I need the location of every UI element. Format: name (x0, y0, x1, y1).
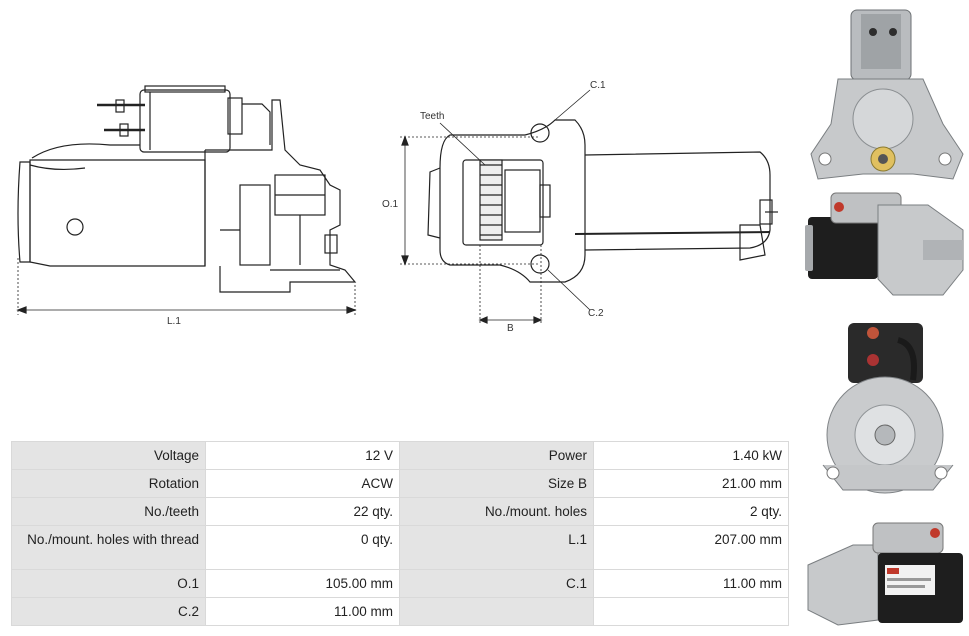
spec-label-rotation: Rotation (11, 469, 206, 498)
table-row: Rotation ACW Size B 21.00 mm (11, 469, 789, 498)
o1-label: O.1 (382, 199, 399, 210)
specs-table: Voltage 12 V Power 1.40 kW Rotation ACW … (11, 441, 789, 626)
b-label: B (507, 323, 514, 334)
spec-value-o1: 105.00 mm (205, 569, 400, 598)
photo-side-view-label[interactable] (803, 515, 969, 633)
table-row: No./teeth 22 qty. No./mount. holes 2 qty… (11, 497, 789, 526)
end-view-outline (400, 89, 778, 325)
technical-drawing: L.1 (0, 0, 800, 340)
spec-label-c1: C.1 (399, 569, 594, 598)
table-row: C.2 11.00 mm (11, 597, 789, 626)
spec-label-mount-holes-thread: No./mount. holes with thread (11, 525, 206, 570)
spec-label-l1: L.1 (399, 525, 594, 570)
c2-label: C.2 (588, 308, 604, 319)
spec-value-power: 1.40 kW (593, 441, 789, 470)
spec-label-c2: C.2 (11, 597, 206, 626)
photo-side-view[interactable] (803, 185, 969, 303)
spec-value-rotation: ACW (205, 469, 400, 498)
spec-value-teeth: 22 qty. (205, 497, 400, 526)
spec-label-size-b: Size B (399, 469, 594, 498)
l1-label: L.1 (167, 316, 181, 327)
spec-label-power: Power (399, 441, 594, 470)
side-view-outline (16, 85, 357, 315)
spec-label-empty (399, 597, 594, 626)
table-row: O.1 105.00 mm C.1 11.00 mm (11, 569, 789, 598)
product-photos (803, 0, 969, 636)
spec-value-c1: 11.00 mm (593, 569, 789, 598)
spec-value-empty (593, 597, 789, 626)
spec-label-teeth: No./teeth (11, 497, 206, 526)
c1-label: C.1 (590, 80, 606, 91)
spec-value-c2: 11.00 mm (205, 597, 400, 626)
spec-value-mount-holes: 2 qty. (593, 497, 789, 526)
spec-label-o1: O.1 (11, 569, 206, 598)
photo-front-view[interactable] (803, 4, 969, 184)
spec-label-voltage: Voltage (11, 441, 206, 470)
spec-label-mount-holes: No./mount. holes (399, 497, 594, 526)
photo-rear-view[interactable] (803, 315, 969, 510)
spec-value-voltage: 12 V (205, 441, 400, 470)
table-row: No./mount. holes with thread 0 qty. L.1 … (11, 525, 789, 570)
spec-value-l1: 207.00 mm (593, 525, 789, 570)
teeth-label: Teeth (420, 111, 444, 122)
spec-value-mount-holes-thread: 0 qty. (205, 525, 400, 570)
table-row: Voltage 12 V Power 1.40 kW (11, 441, 789, 470)
spec-value-size-b: 21.00 mm (593, 469, 789, 498)
